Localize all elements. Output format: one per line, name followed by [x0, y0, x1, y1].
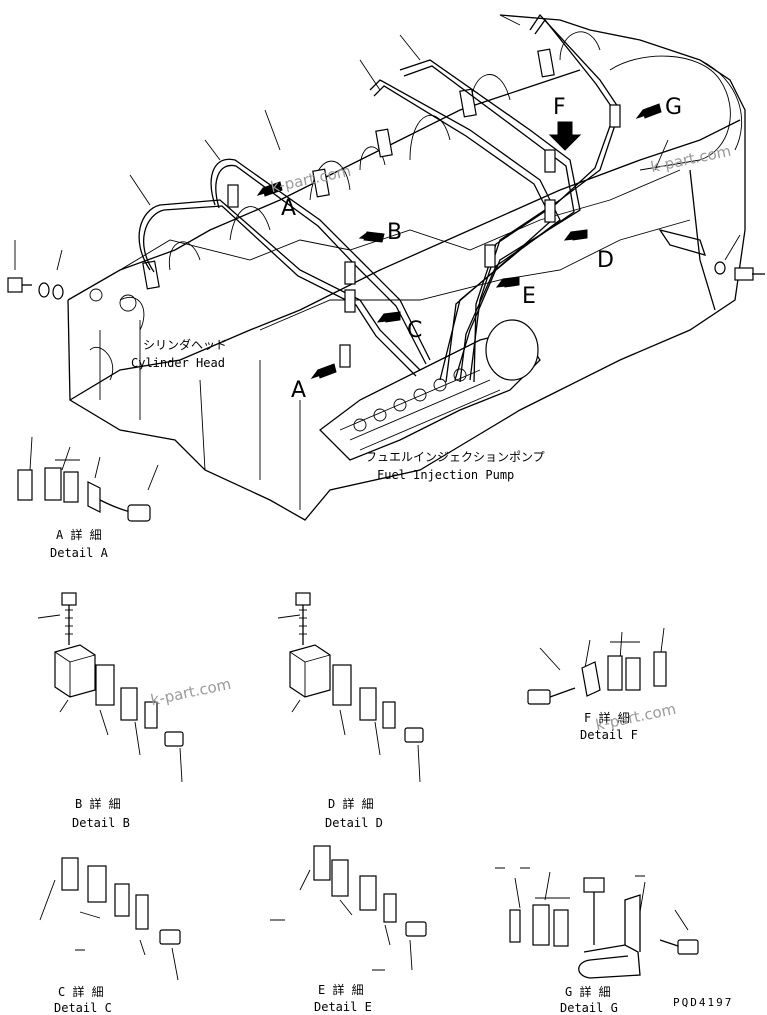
detail-c-caption-jp: C 詳 細 — [58, 985, 104, 999]
detail-e-caption-jp: E 詳 細 — [318, 983, 364, 997]
callout-e: E — [522, 284, 536, 309]
callout-g: G — [665, 95, 683, 120]
fuel-injection-pump — [319, 319, 541, 461]
fuel-pump-label-jp: フュエルインジェクションポンプ — [365, 450, 545, 464]
fuel-pump-label-en: Fuel Injection Pump — [377, 468, 515, 482]
detail-c-caption-en: Detail C — [54, 1001, 112, 1015]
detail-g-caption-jp: G 詳 細 — [565, 985, 611, 999]
left-bolt-set — [7, 277, 64, 300]
detail-a-caption-jp: A 詳 細 — [56, 528, 102, 542]
detail-b-caption-jp: B 詳 細 — [75, 797, 121, 811]
detail-f-parts — [527, 627, 667, 705]
right-bracket — [658, 169, 765, 311]
detail-b-parts — [37, 592, 184, 783]
callout-a-lower: A — [291, 378, 307, 403]
callout-d: D — [597, 248, 614, 273]
cylinder-head-label-jp: シリンダヘッド — [143, 338, 228, 352]
detail-a-parts — [17, 436, 159, 522]
engine-block — [7, 13, 765, 521]
detail-b-caption-en: Detail B — [72, 816, 130, 830]
detail-d-caption-jp: D 詳 細 — [328, 797, 374, 811]
leader-lines — [14, 14, 741, 271]
detail-d-caption-en: Detail D — [325, 816, 383, 830]
callout-f: F — [553, 95, 566, 120]
callout-b: B — [387, 220, 403, 245]
detail-c-parts — [39, 857, 181, 981]
detail-g-parts — [495, 867, 699, 979]
detail-e-caption-en: Detail E — [314, 1000, 372, 1014]
callout-arrows — [256, 103, 662, 379]
detail-f-caption-jp: F 詳 細 — [584, 711, 630, 725]
pipe-clamps — [227, 104, 621, 368]
detail-f-caption-en: Detail F — [580, 728, 638, 742]
drawing-code: PQD4197 — [673, 996, 734, 1009]
fuel-injection-pipes — [138, 13, 621, 383]
detail-g-caption-en: Detail G — [560, 1001, 618, 1015]
detail-a-caption-en: Detail A — [50, 546, 108, 560]
cylinder-head-label-en: Cylinder Head — [131, 356, 225, 370]
detail-e-parts — [270, 845, 427, 971]
detail-d-parts — [277, 592, 424, 783]
callout-c: C — [407, 318, 423, 343]
callout-a-upper: A — [281, 196, 297, 221]
